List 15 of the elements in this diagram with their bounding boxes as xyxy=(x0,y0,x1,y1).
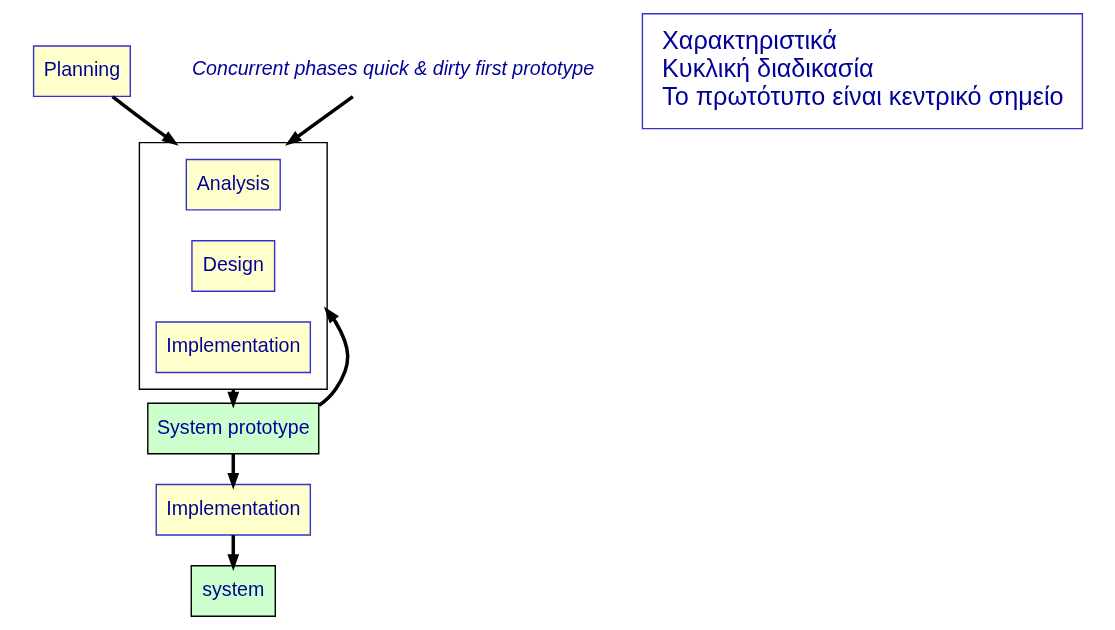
node-box: Analysis xyxy=(185,158,281,211)
arrow xyxy=(226,453,239,490)
arrow xyxy=(110,95,179,146)
node-box: Design xyxy=(190,240,275,292)
node-box: System prototype xyxy=(146,402,319,455)
node-box: Planning xyxy=(32,45,131,98)
arrow xyxy=(284,95,354,146)
node-box: Implementation xyxy=(155,483,311,536)
arrow xyxy=(226,535,239,572)
node-text: Concurrent phases quick & dirty first prototype xyxy=(191,56,594,79)
arrow xyxy=(317,306,349,407)
node-box: Χαρακτηριστικά Κυκλική διαδικασία Το πρωτότυπο είναι κεντρικό σημείο xyxy=(641,13,1083,130)
cluster xyxy=(138,141,328,390)
node-box: Implementation xyxy=(155,321,311,374)
node-box: system xyxy=(190,565,276,617)
